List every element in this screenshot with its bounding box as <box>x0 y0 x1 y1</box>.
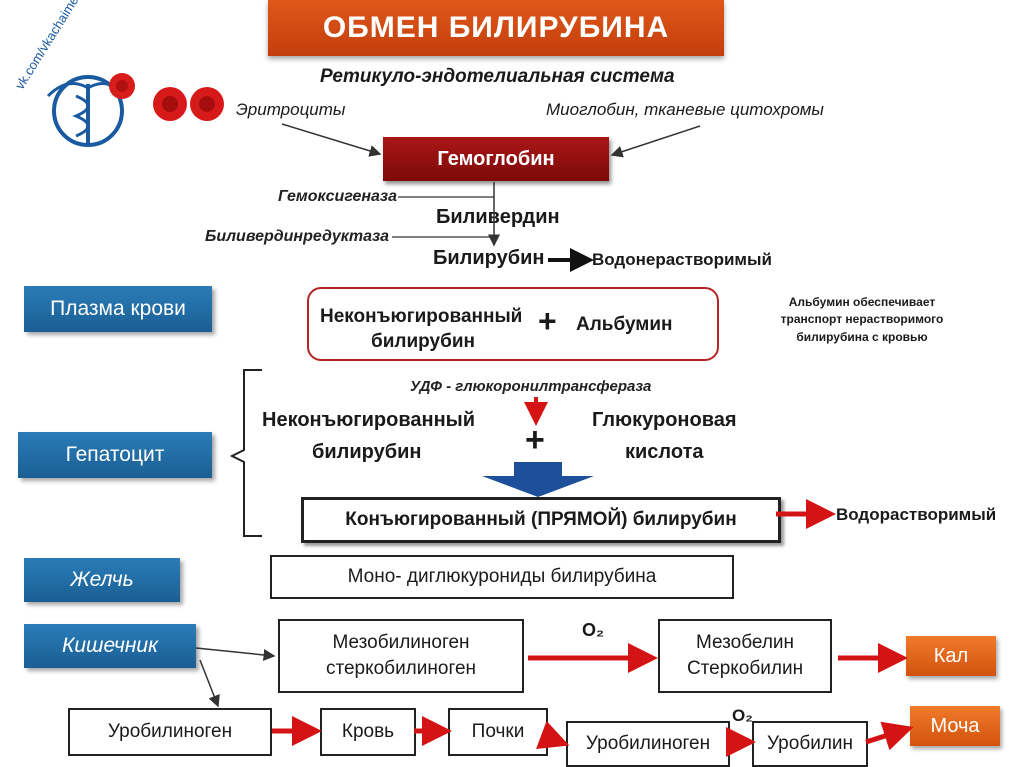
udp-enzyme-label: УДФ - глюкоронилтрансфераза <box>410 378 652 395</box>
kidneys-box: Почки <box>448 708 548 756</box>
mesobilin-line1: Мезобелин <box>695 632 795 654</box>
mesobilinogen-box: Мезобилиноген стеркобилиноген <box>278 619 524 693</box>
o2-label-bottom: O₂ <box>732 706 753 725</box>
biliverdin-label: Биливердин <box>436 206 560 228</box>
bilirubin-label: Билирубин <box>433 247 545 269</box>
stage-hepatocyte: Гепатоцит <box>18 432 212 478</box>
blood-box: Кровь <box>320 708 416 756</box>
logo: vk.com/vkachaimedicinu <box>12 0 158 176</box>
mesobilinogen-line2: стеркобилиноген <box>325 658 477 679</box>
mesobilin-line2: Стеркобилин <box>686 658 804 679</box>
arrow-urobilin-urine <box>865 721 914 751</box>
plasma-unconjugated-line1: Неконъюгированный <box>320 306 523 327</box>
bile-box: Моно- диглюкурониды билирубина <box>270 555 734 599</box>
urobilinogen-box-2: Уробилиноген <box>566 721 730 767</box>
albumin-note-line3: билирубина с кровью <box>796 329 928 344</box>
glucuronic-line2: кислота <box>625 441 704 463</box>
myoglobin-label: Миоглобин, тканевые цитохромы <box>546 100 824 119</box>
arrow-erythrocytes-hemoglobin <box>281 123 382 157</box>
mesobilinogen-line1: Мезобилиноген <box>332 632 470 654</box>
urobilin-box: Уробилин <box>752 721 868 767</box>
hep-unconjugated-line2: билирубин <box>312 441 422 463</box>
plasma-box <box>307 287 719 361</box>
biliverdin-reductase-label: Биливердинредуктаза <box>205 228 390 245</box>
o2-label-top: O₂ <box>582 620 604 640</box>
hemoglobin-box: Гемоглобин <box>383 137 609 181</box>
stage-bile: Желчь <box>24 558 180 602</box>
hepatocyte-bracket <box>229 369 262 537</box>
stage-plasma: Плазма крови <box>24 286 212 332</box>
subtitle: Ретикуло-эндотелиальная система <box>320 66 675 87</box>
big-down-arrow-icon <box>482 462 594 497</box>
caduceus-logo-icon <box>46 73 135 147</box>
stage-intestine: Кишечник <box>24 624 196 668</box>
conjugated-bilirubin-box: Конъюгированный (ПРЯМОЙ) билирубин <box>301 497 781 543</box>
hep-unconjugated-line1: Неконъюгированный <box>262 409 476 431</box>
title-banner: ОБМЕН БИЛИРУБИНА <box>268 0 724 56</box>
water-soluble-label: Водорастворимый <box>836 505 997 524</box>
glucuronic-line1: Глюкуроновая <box>592 409 737 431</box>
albumin-note-line2: транспорт нерастворимого <box>780 312 944 327</box>
plasma-albumin: Альбумин <box>576 314 673 335</box>
feces-box: Кал <box>906 636 996 676</box>
hemoxygenase-label: Гемоксигеназа <box>278 188 397 205</box>
water-insoluble-label: Водонерастворимый <box>592 250 772 269</box>
arrow-intestine-urobilinogen <box>199 659 220 708</box>
mesobilin-box: Мезобелин Стеркобилин <box>658 619 832 693</box>
urobilinogen-box-1: Уробилиноген <box>68 708 272 756</box>
urine-box: Моча <box>910 706 1000 746</box>
albumin-note-line1: Альбумин обеспечивает <box>788 295 936 309</box>
albumin-note: Альбумин обеспечивает транспорт нераство… <box>752 294 972 346</box>
erythrocytes-icon <box>153 87 224 121</box>
arrow-intestine-mesobilinogen <box>195 647 276 661</box>
hep-plus-icon: + <box>525 421 545 459</box>
arrow-myoglobin-hemoglobin <box>610 125 701 158</box>
plasma-unconjugated-line2: билирубин <box>371 331 475 352</box>
plasma-plus-icon: + <box>538 303 557 339</box>
erythrocytes-label: Эритроциты <box>236 100 346 119</box>
